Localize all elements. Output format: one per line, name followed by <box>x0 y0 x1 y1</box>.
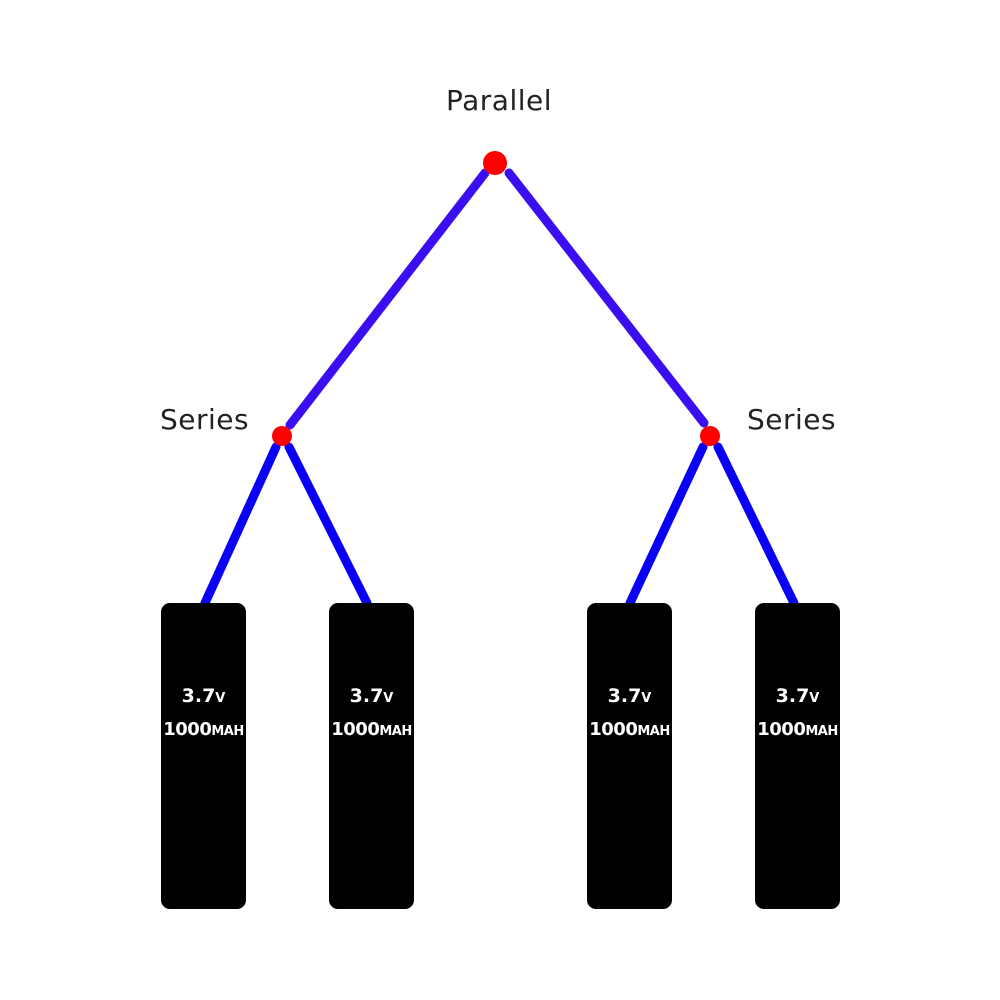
battery-1: 3.7V 1000MAH <box>161 603 246 909</box>
wire-series-left-b <box>284 442 372 608</box>
battery-voltage: 3.7V <box>607 685 652 707</box>
battery-2: 3.7V 1000MAH <box>329 603 414 909</box>
battery-capacity: 1000MAH <box>757 719 838 740</box>
battery-capacity: 1000MAH <box>589 719 670 740</box>
node-series-left <box>272 426 292 446</box>
wire-parallel-left <box>285 168 490 430</box>
wire-series-left-a <box>200 442 281 608</box>
series-label-left: Series <box>160 403 250 436</box>
battery-voltage: 3.7V <box>775 685 820 707</box>
battery-4: 3.7V 1000MAH <box>755 603 840 909</box>
battery-capacity: 1000MAH <box>331 719 412 740</box>
battery-capacity: 1000MAH <box>163 719 244 740</box>
battery-3: 3.7V 1000MAH <box>587 603 672 909</box>
series-label-right: Series <box>747 403 837 436</box>
wire-series-right-a <box>625 442 708 608</box>
battery-voltage: 3.7V <box>349 685 394 707</box>
node-parallel <box>483 151 507 175</box>
wire-parallel-right <box>504 168 709 428</box>
parallel-label: Parallel <box>446 84 553 117</box>
node-series-right <box>700 426 720 446</box>
wire-series-right-b <box>713 442 799 608</box>
battery-voltage: 3.7V <box>181 685 226 707</box>
